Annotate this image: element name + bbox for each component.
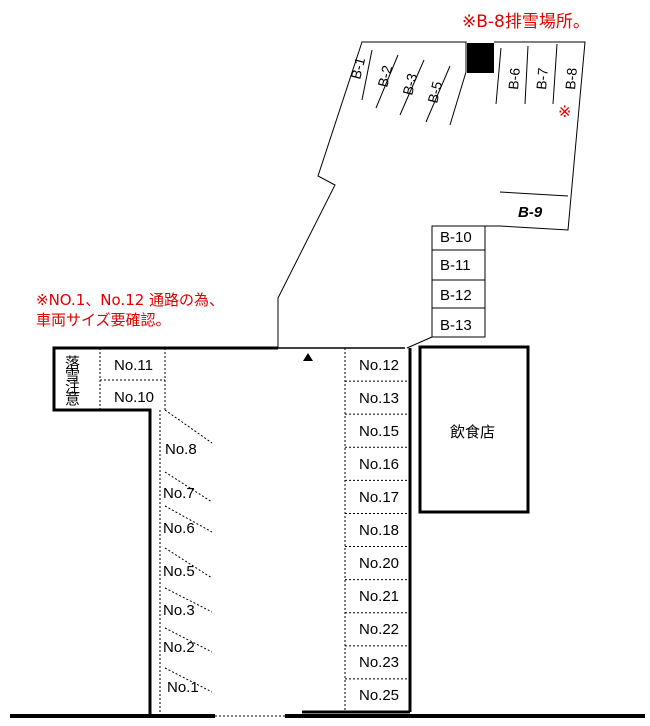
slot-label-no21: No.21 (359, 588, 399, 605)
slot-divider (425, 65, 451, 123)
slot-label-no20: No.20 (359, 555, 399, 572)
slot-divider (552, 43, 558, 105)
slot-label-no16: No.16 (359, 456, 399, 473)
slot-label-no23: No.23 (359, 654, 399, 671)
slot-divider (164, 587, 213, 613)
slot-label-b1: B-1 (347, 56, 368, 81)
slot-label-no22: No.22 (359, 621, 399, 638)
slot-label-no3: No.3 (163, 602, 195, 619)
slot-label-no18: No.18 (359, 522, 399, 539)
b-connector (406, 336, 433, 349)
slot-divider (524, 45, 529, 105)
slot-label-no25: No.25 (359, 687, 399, 704)
slot-divider (164, 547, 213, 579)
slot-divider (164, 471, 213, 503)
slot-label-no1: No.1 (167, 679, 199, 696)
slot-label-b11: B-11 (440, 257, 471, 274)
slot-divider (449, 71, 467, 126)
entrance-arrow-icon (303, 353, 313, 361)
slot-label-no6: No.6 (163, 520, 195, 537)
slot-label-b6: B-6 (505, 67, 523, 90)
upper-area-outline (362, 41, 586, 231)
passage-note-line1: ※NO.1、No.12 通路の為、 (36, 291, 224, 309)
slot-label-b13: B-13 (440, 317, 472, 334)
slot-label-no5: No.5 (163, 563, 195, 580)
slot-divider (361, 49, 373, 101)
slot-divider (164, 667, 213, 693)
slot-label-no12: No.12 (359, 357, 399, 374)
slot-divider (495, 47, 502, 105)
slot-label-no13: No.13 (359, 390, 399, 407)
slot-label-no10: No.10 (114, 389, 154, 406)
slot-label-b2: B-2 (374, 64, 395, 89)
snow-dump-note: ※B-8排雪場所。 (462, 12, 590, 32)
slot-divider (399, 59, 425, 116)
center-slot-dividers (345, 380, 410, 680)
slot-divider (164, 505, 213, 533)
caution-char-3: 注 (65, 379, 80, 396)
b8-snow-mark: ※ (558, 102, 571, 121)
slot-divider (164, 627, 213, 653)
slot-label-no2: No.2 (163, 639, 195, 656)
slot-label-b10: B-10 (440, 229, 472, 246)
restaurant-building (418, 345, 530, 514)
slot-label-no8: No.8 (165, 441, 197, 458)
slot-label-b3: B-3 (399, 72, 420, 97)
slot-label-no15: No.15 (359, 423, 399, 440)
slot-label-b7: B-7 (533, 67, 551, 90)
caution-char-2: 雪 (65, 367, 80, 384)
caution-char-4: 意 (65, 390, 80, 408)
slot-divider (164, 409, 213, 444)
slot-label-no17: No.17 (359, 489, 399, 506)
slot-label-b5: B-5 (424, 80, 445, 105)
slot-label-no11: No.11 (114, 357, 153, 374)
slot-label-no7: No.7 (163, 485, 195, 502)
restaurant-label: 飲食店 (450, 424, 495, 441)
slot-label-b8: B-8 (562, 67, 580, 90)
lot-boundary-left (52, 346, 278, 718)
snow-dump-marker (467, 43, 494, 73)
slot-label-b12: B-12 (440, 287, 472, 304)
caution-char-1: 落 (65, 355, 80, 372)
slot-divider (375, 54, 399, 109)
slot-label-b9: B-9 (518, 204, 543, 221)
passage-note-line2: 車両サイズ要確認。 (36, 311, 171, 329)
